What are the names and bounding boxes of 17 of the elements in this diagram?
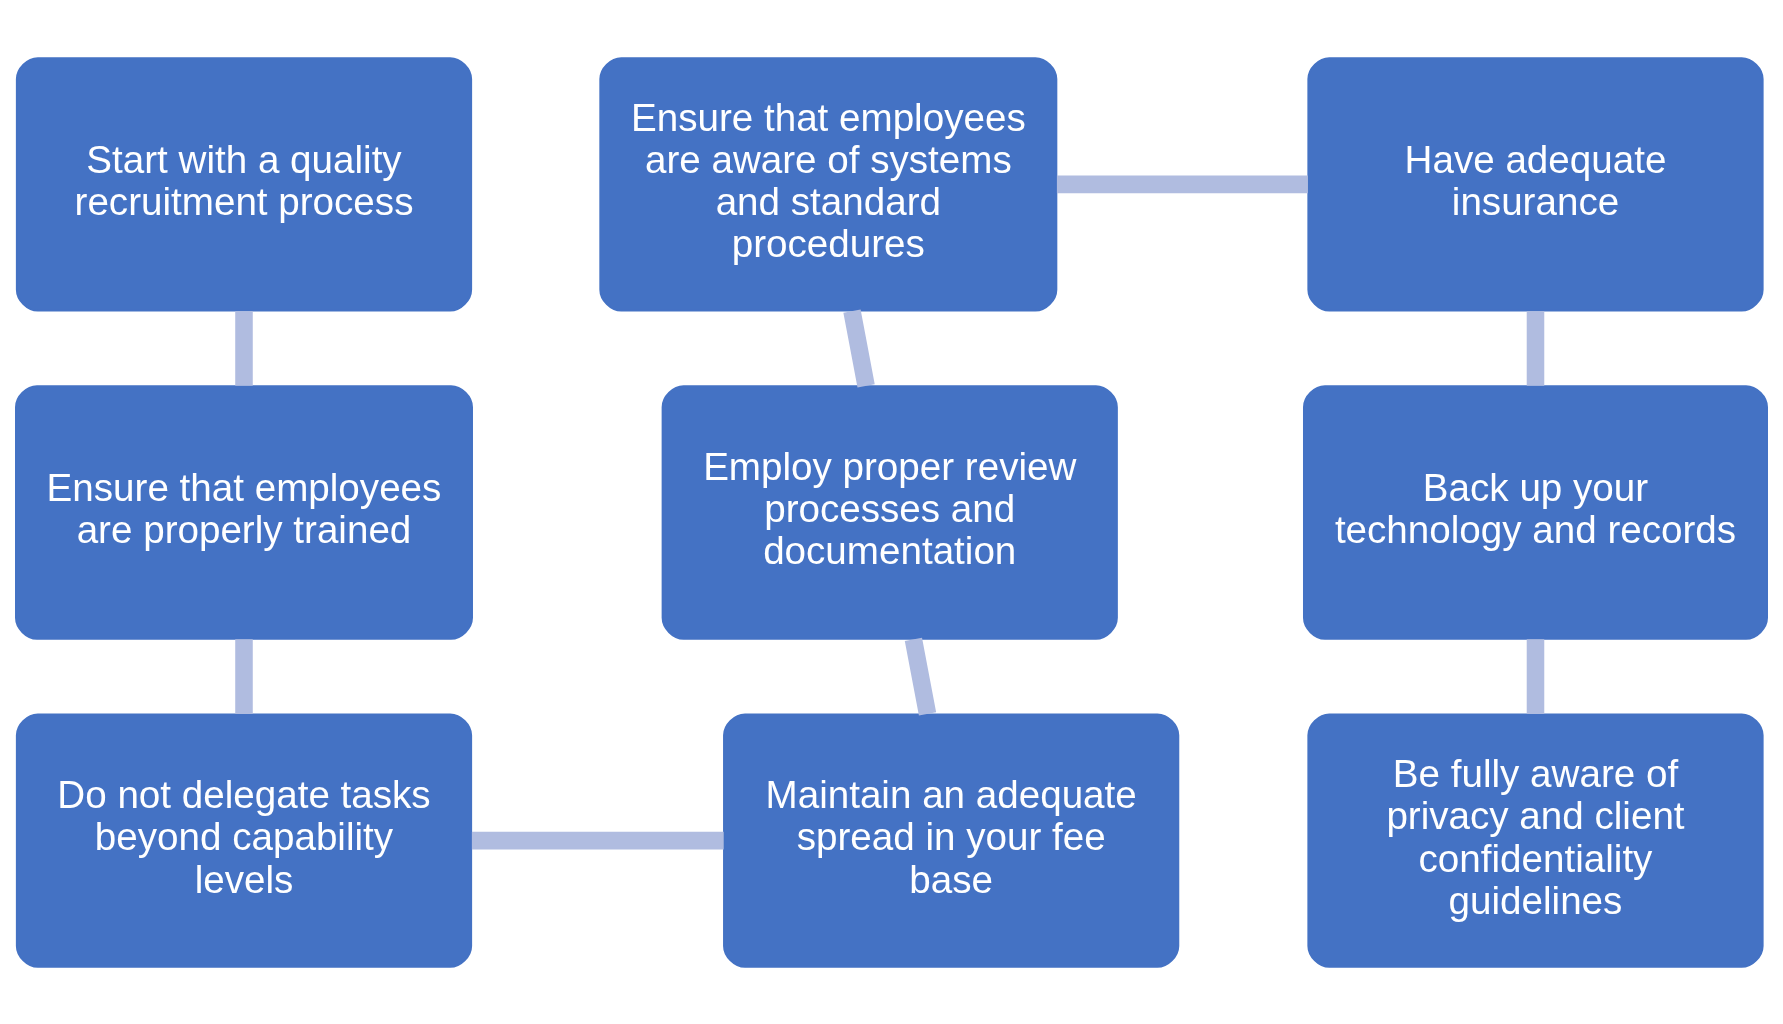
node-box: Ensure that employees are aware of systems and standard procedures [599, 56, 1058, 312]
node-box: Be fully aware of privacy and client confidentiality guidelines [1307, 712, 1764, 968]
connector [1056, 175, 1308, 193]
node-box: Back up your technology and records [1303, 384, 1768, 640]
node-box: Employ proper review processes and documentation [661, 384, 1118, 640]
node-box: Maintain an adequate spread in your fee base [723, 712, 1180, 968]
connector [1526, 310, 1545, 386]
connector [843, 309, 875, 387]
connector [904, 637, 937, 716]
node-box: Start with a quality recruitment process [15, 56, 473, 312]
connector [235, 638, 253, 714]
connector [1526, 638, 1545, 714]
node-box: Ensure that employees are properly trained [15, 384, 473, 640]
node-box: Have adequate insurance [1307, 56, 1764, 312]
connector [471, 831, 724, 849]
connector [235, 310, 253, 386]
node-box: Do not delegate tasks beyond capability levels [15, 712, 473, 968]
